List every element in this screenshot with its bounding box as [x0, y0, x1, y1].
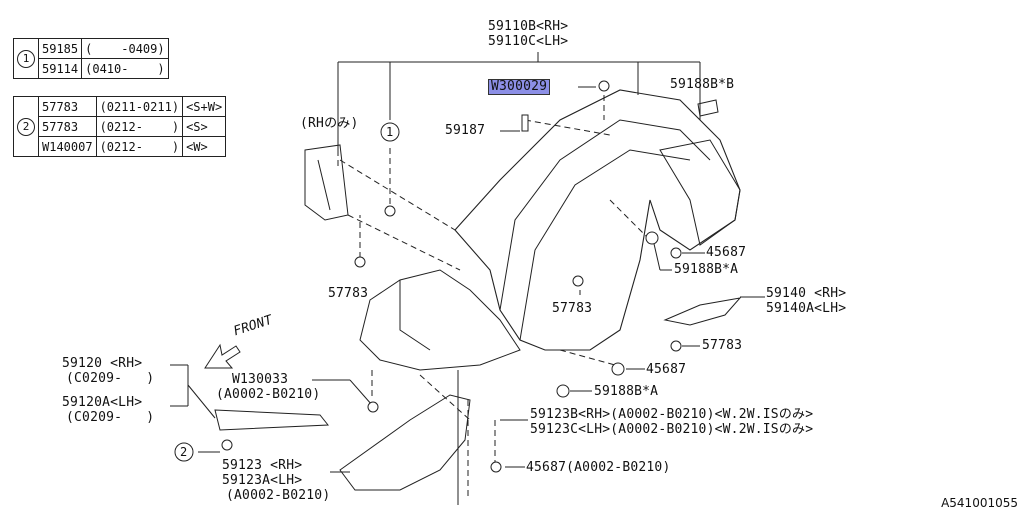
label-59123b: 59123B<RH>(A0002-B0210)<W.2W.ISのみ> [530, 407, 814, 422]
key-marker-2: 2 [17, 117, 35, 136]
key-table-2: 2 57783 (0211-0211) <S+W> 57783 (0212- )… [13, 96, 227, 157]
label-57783-c: 57783 [702, 338, 743, 353]
label-59140a: 59140A<LH> [766, 301, 847, 316]
clip-45687-b [611, 362, 625, 376]
label-45687-a: 45687 [706, 245, 747, 260]
key2-r3-spec: <W> [182, 136, 227, 157]
clip-w300029 [598, 80, 610, 92]
label-59120a: 59120A<LH> [62, 395, 143, 410]
label-59123: 59123 <RH> [222, 458, 303, 473]
label-59110b: 59110B<RH> [488, 19, 569, 34]
clip-59188b-a2 [556, 384, 570, 398]
label-marker-1: 1 [386, 125, 394, 139]
label-59188b-a1: 59188B*A [674, 262, 739, 277]
clip-w130033 [367, 401, 379, 413]
label-45687-b: 45687 [646, 362, 687, 377]
clip-59188b-a1 [645, 231, 659, 245]
label-w130033: W130033 [232, 372, 289, 387]
label-57783-a: 57783 [328, 286, 369, 301]
front-arrow-icon [204, 343, 241, 369]
reference-code: A541001055 [941, 496, 1018, 510]
label-59120a-range: (C0209- ) [66, 410, 155, 425]
key1-r2-range: (0410- ) [81, 58, 169, 79]
clip-45687-c [490, 461, 502, 473]
key-marker-1: 1 [17, 49, 35, 68]
label-rh-only: (RHのみ) [300, 116, 359, 131]
clip-57783-c [670, 340, 682, 352]
key1-r1-range: ( -0409) [81, 38, 169, 59]
label-59187: 59187 [445, 123, 486, 138]
clip-marker2 [221, 439, 233, 451]
label-59123a: 59123A<LH> [222, 473, 303, 488]
fender-liner-shape [454, 89, 741, 351]
label-59188b-a2: 59188B*A [594, 384, 659, 399]
label-59120: 59120 <RH> [62, 356, 143, 371]
key2-r2-part: 57783 [38, 116, 97, 137]
clip-45687-a [670, 247, 682, 259]
key2-r1-range: (0211-0211) [95, 96, 184, 117]
splash-shield [359, 269, 521, 371]
key2-r1-spec: <S+W> [182, 96, 227, 117]
marker-1-circle [380, 122, 400, 142]
label-59140: 59140 <RH> [766, 286, 847, 301]
label-w130033-range: (A0002-B0210) [216, 387, 321, 402]
key2-r3-part: W140007 [38, 136, 97, 157]
key2-r3-range: (0212- ) [95, 136, 184, 157]
bracket-rh [304, 144, 349, 221]
screw-59187 [521, 114, 529, 132]
marker-2-circle [174, 442, 194, 462]
label-w300029[interactable]: W300029 [488, 79, 551, 95]
key1-r1-part: 59185 [37, 38, 83, 59]
label-57783-b: 57783 [552, 301, 593, 316]
clip-57783-a [354, 256, 366, 268]
label-45687-c: 45687(A0002-B0210) [526, 460, 671, 475]
clip-59185 [384, 205, 396, 217]
label-59123c: 59123C<LH>(A0002-B0210)<W.2W.ISのみ> [530, 422, 814, 437]
label-59120-range: (C0209- ) [66, 371, 155, 386]
key-table-1: 1 59185 ( -0409) 59114 (0410- ) [13, 38, 169, 79]
key2-r2-spec: <S> [182, 116, 227, 137]
label-marker-2: 2 [180, 445, 188, 459]
key2-r1-part: 57783 [38, 96, 97, 117]
label-59188b-b: 59188B*B [670, 77, 735, 92]
label-59123-range: (A0002-B0210) [226, 488, 331, 503]
key1-r2-part: 59114 [37, 58, 83, 79]
clip-57783-b [572, 275, 584, 287]
part-59140 [663, 297, 742, 326]
label-59110c: 59110C<LH> [488, 34, 569, 49]
bar-59120 [214, 409, 330, 431]
guard-59123 [339, 394, 471, 491]
key2-r2-range: (0212- ) [95, 116, 184, 137]
